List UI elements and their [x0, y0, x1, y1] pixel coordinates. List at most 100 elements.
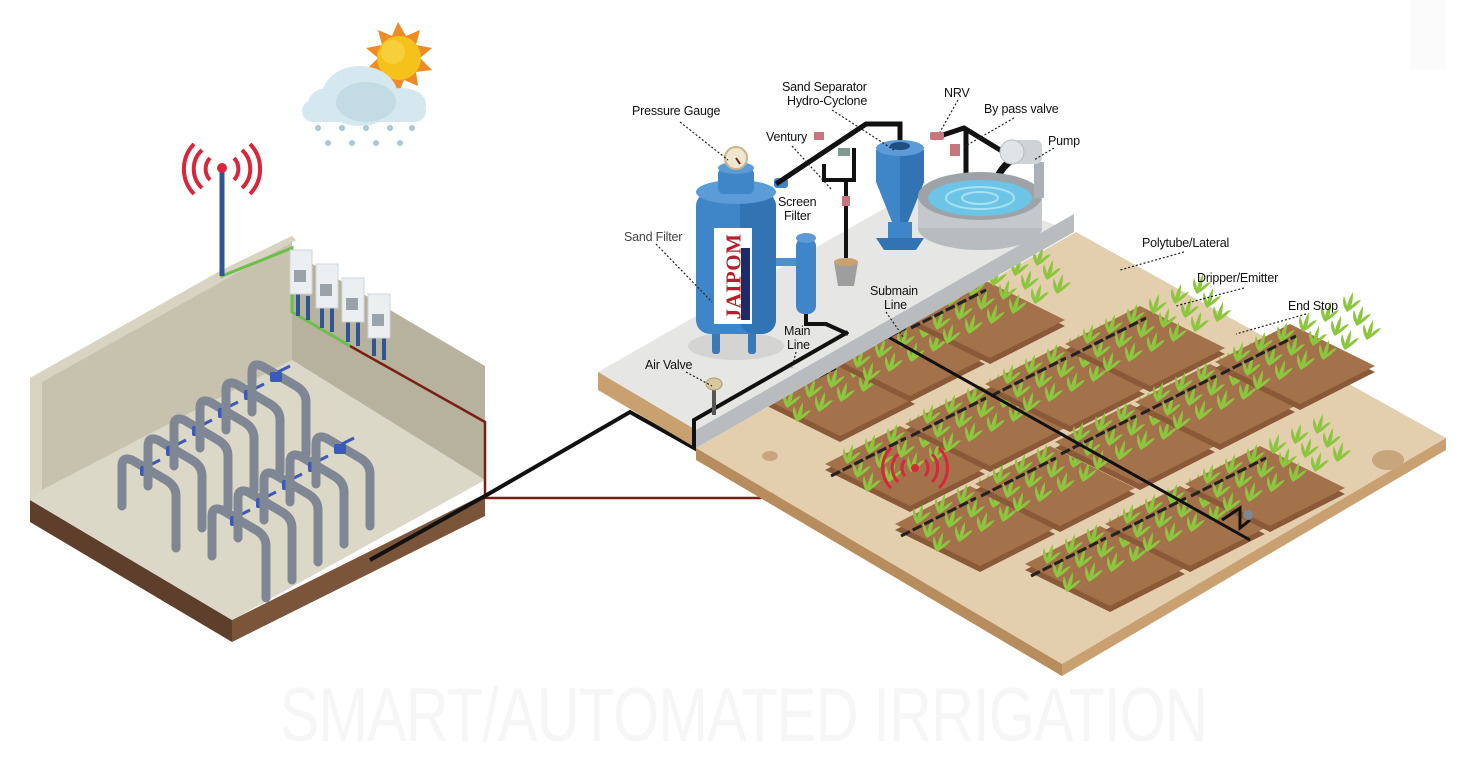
- plant: [1233, 342, 1251, 362]
- soil-sensor-signal-icon: [881, 446, 949, 490]
- plant: [1015, 454, 1033, 474]
- plant: [1279, 448, 1297, 468]
- plant: [1191, 312, 1209, 332]
- plant: [1235, 468, 1253, 488]
- plant: [1035, 368, 1053, 388]
- plant: [1079, 462, 1097, 482]
- plant: [1057, 472, 1075, 492]
- valve-manifold: [247, 360, 311, 459]
- plant: [1187, 512, 1205, 532]
- plant: [1093, 450, 1111, 470]
- submain-pipe: [857, 318, 1251, 542]
- plant: [1033, 246, 1051, 266]
- plant: [1207, 376, 1225, 396]
- controller-box: [367, 293, 391, 360]
- label-pump: Pump: [1048, 134, 1080, 148]
- plant: [1197, 362, 1215, 382]
- plant: [1363, 320, 1381, 340]
- plant: [977, 290, 995, 310]
- plant: [863, 472, 881, 492]
- plant: [1319, 340, 1337, 360]
- plant: [1083, 436, 1101, 456]
- pressure-gauge-icon: [724, 146, 748, 170]
- plant: [935, 494, 953, 514]
- plant: [1265, 346, 1283, 366]
- plant: [1129, 542, 1147, 562]
- plant: [1149, 294, 1167, 314]
- plant: [1073, 422, 1091, 442]
- leader-lines: [655, 99, 1307, 387]
- plant: [1225, 454, 1243, 474]
- lateral-tube: [830, 436, 907, 478]
- lateral-tube: [1110, 496, 1187, 538]
- controller-box: [341, 277, 365, 346]
- plant: [805, 378, 823, 398]
- weather-cloud-sun-rain-icon: [302, 22, 432, 146]
- plant: [863, 362, 881, 382]
- venturi-injector: [814, 132, 858, 286]
- plant: [1343, 292, 1361, 312]
- field: [696, 232, 1446, 676]
- ball-valve-icon: [334, 444, 346, 454]
- plant: [929, 332, 947, 352]
- plant: [955, 300, 973, 320]
- plant: [1209, 502, 1227, 522]
- plant: [1165, 522, 1183, 542]
- plant: [1289, 462, 1307, 482]
- plant: [793, 402, 811, 422]
- plant: [1291, 424, 1309, 444]
- lateral-tube: [1190, 456, 1267, 498]
- plant: [853, 458, 871, 478]
- plant: [1043, 260, 1061, 280]
- plant: [955, 408, 973, 428]
- plant: [913, 504, 931, 524]
- lateral-tube: [910, 288, 987, 330]
- rain-drops-icon: [315, 125, 415, 146]
- plant: [1025, 354, 1043, 374]
- plant: [1159, 308, 1177, 328]
- plant: [1311, 452, 1329, 472]
- plant: [987, 412, 1005, 432]
- soil-bed: [1215, 292, 1381, 410]
- valve-manifold: [311, 432, 375, 531]
- plant: [1105, 314, 1123, 334]
- label-air-valve: Air Valve: [645, 358, 693, 372]
- label-sand-separator-line1: Sand Separator: [782, 80, 867, 94]
- plant: [999, 502, 1017, 522]
- lateral-tube: [980, 456, 1057, 498]
- label-main-line1: Main: [784, 324, 811, 338]
- plant: [837, 382, 855, 402]
- water-tank: [918, 172, 1042, 250]
- plant: [965, 422, 983, 442]
- plant: [1193, 274, 1211, 294]
- controller-boxes: [289, 249, 391, 360]
- pump-icon: [999, 139, 1044, 198]
- plant: [945, 394, 963, 414]
- plant: [957, 484, 975, 504]
- label-submain-line1: Submain: [870, 284, 918, 298]
- plant: [1195, 400, 1213, 420]
- plant: [933, 532, 951, 552]
- plant: [1247, 444, 1265, 464]
- plant: [1147, 332, 1165, 352]
- plant: [1107, 552, 1125, 572]
- plant: [1013, 492, 1031, 512]
- hydro-cyclone: [876, 140, 924, 250]
- plant: [943, 324, 961, 344]
- plant: [1103, 352, 1121, 372]
- plant: [1043, 544, 1061, 564]
- plant: [859, 372, 877, 392]
- plant: [1087, 524, 1105, 544]
- plant: [967, 498, 985, 518]
- plant: [1341, 330, 1359, 350]
- soil-beds: [755, 246, 1381, 612]
- plant: [1297, 350, 1315, 370]
- plant: [1067, 372, 1085, 392]
- plant: [1299, 312, 1317, 332]
- plant: [1045, 382, 1063, 402]
- plant: [1095, 412, 1113, 432]
- plant: [1025, 468, 1043, 488]
- lateral-tube: [1060, 414, 1137, 456]
- label-sand-separator-line2: Hydro-Cyclone: [787, 94, 868, 108]
- plant: [1239, 380, 1257, 400]
